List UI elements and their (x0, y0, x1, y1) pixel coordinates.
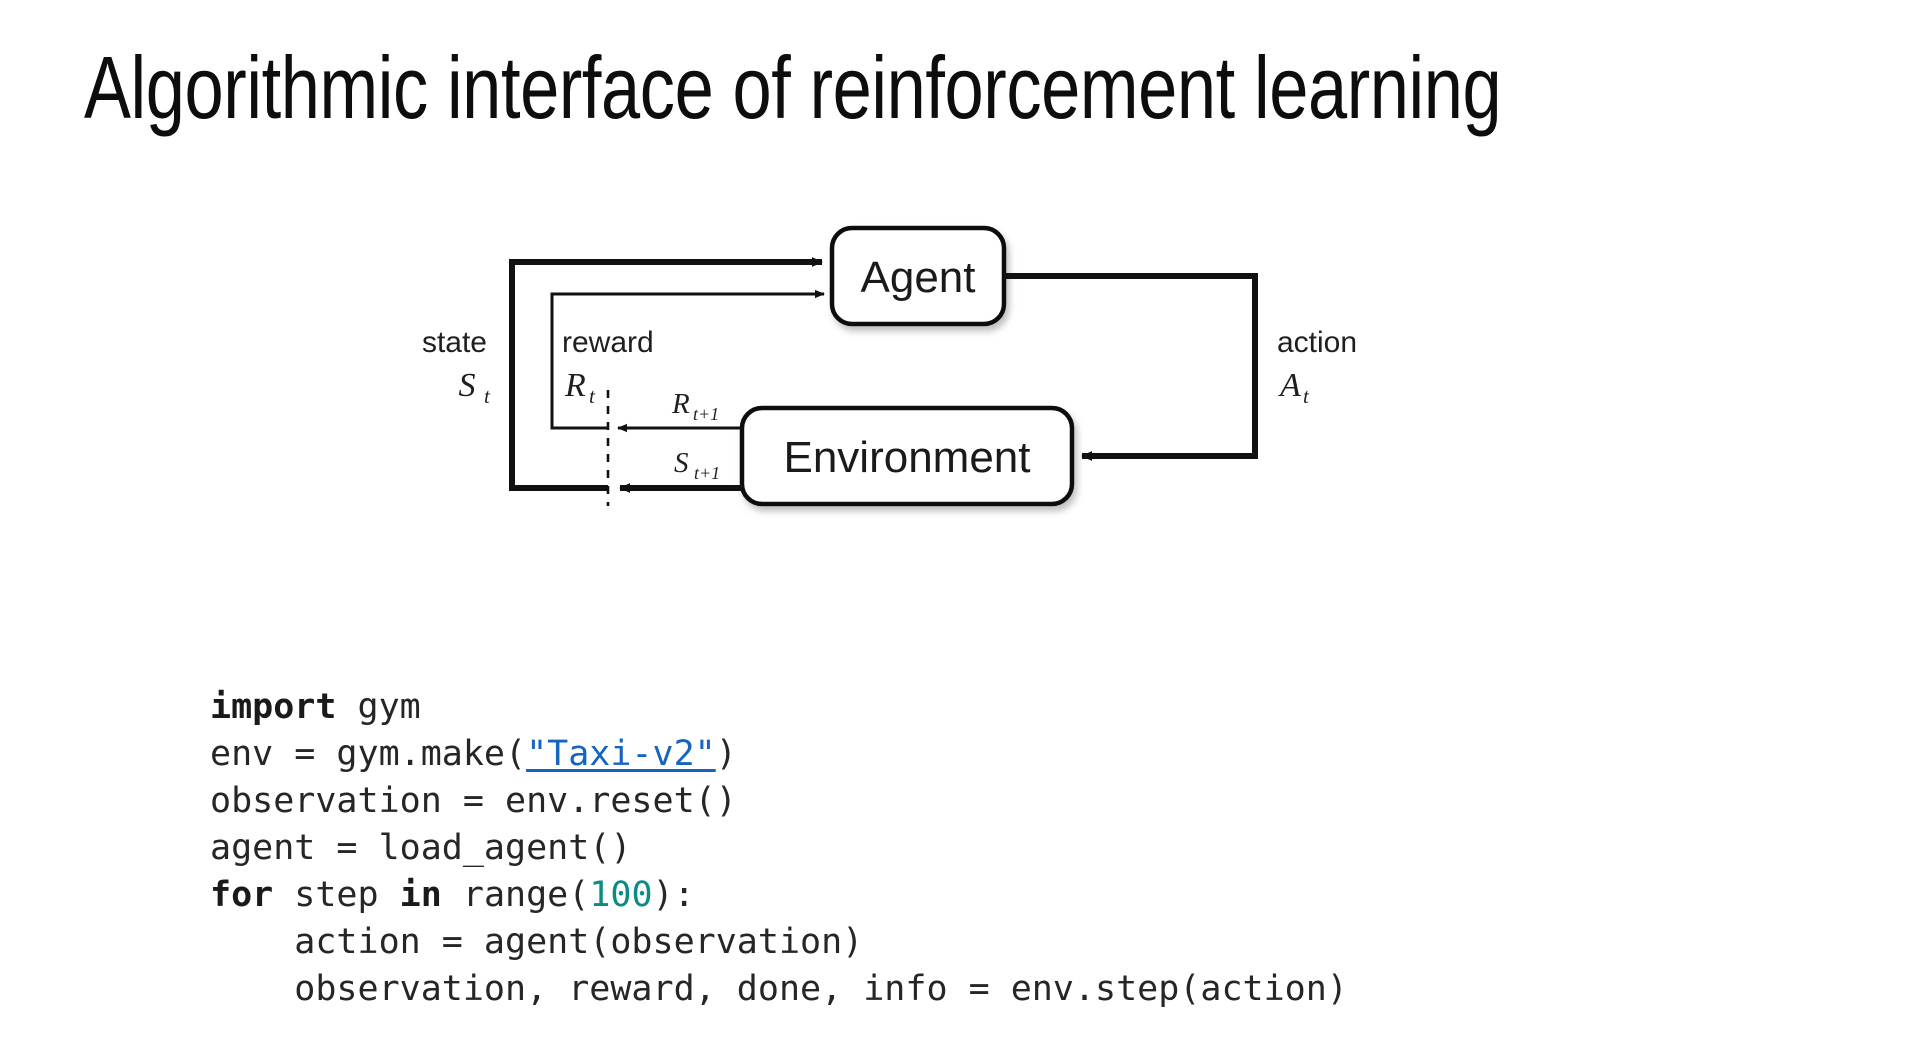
code-token: ) (715, 734, 737, 774)
code-line: env = gym.make("Taxi-v2") (210, 731, 1348, 778)
code-link[interactable]: "Taxi-v2" (526, 734, 716, 774)
code-line: import gym (210, 684, 1348, 731)
label-reward-next: R t+1 (671, 388, 719, 424)
edge-action-path (1004, 273, 1258, 461)
state-next-symbol: S (674, 447, 689, 479)
action-subscript: t (1303, 384, 1310, 408)
code-line: action = agent(observation) (210, 919, 1348, 966)
node-environment: Environment (739, 405, 1075, 507)
code-token: step (273, 875, 400, 915)
code-token: agent = load_agent() (210, 828, 632, 868)
reward-next-symbol: R (671, 388, 690, 420)
state-word: state (422, 326, 487, 359)
code-line: observation, reward, done, info = env.st… (210, 966, 1348, 1013)
code-token: import (210, 687, 337, 727)
reward-symbol: R (564, 367, 586, 404)
state-symbol: S (459, 367, 476, 404)
code-line: for step in range(100): (210, 872, 1348, 919)
label-action: action A t (1277, 326, 1357, 408)
reward-next-subscript: t+1 (693, 404, 719, 424)
agent-label: Agent (861, 253, 976, 302)
code-token: 100 (589, 875, 653, 915)
agent-environment-diagram: Agent Environment state S t reward R (0, 200, 1920, 540)
environment-label: Environment (783, 433, 1030, 482)
code-token: observation, reward, done, info = env.st… (210, 969, 1348, 1009)
action-word: action (1277, 326, 1357, 359)
action-symbol: A (1278, 367, 1301, 404)
reward-word: reward (562, 326, 654, 359)
code-line: observation = env.reset() (210, 778, 1348, 825)
node-agent: Agent (829, 225, 1007, 327)
environment-box (739, 405, 1075, 507)
code-token: gym (336, 687, 421, 727)
edge-reward-path (550, 289, 825, 430)
state-subscript: t (484, 384, 491, 408)
code-token: env = gym.make( (210, 734, 527, 774)
state-next-subscript: t+1 (694, 463, 720, 483)
label-state-next: S t+1 (674, 447, 720, 483)
label-state: state S t (422, 326, 491, 408)
code-line: agent = load_agent() (210, 825, 1348, 872)
code-token: range( (441, 875, 590, 915)
edge-state-path (509, 257, 823, 491)
label-reward: reward R t (562, 326, 654, 408)
page-title: Algorithmic interface of reinforcement l… (84, 38, 1502, 137)
code-token: action = agent(observation) (210, 922, 864, 962)
code-token: observation = env.reset() (210, 781, 737, 821)
reward-subscript: t (589, 384, 596, 408)
code-token: for (210, 875, 274, 915)
code-token: in (399, 875, 442, 915)
code-token: ): (652, 875, 695, 915)
